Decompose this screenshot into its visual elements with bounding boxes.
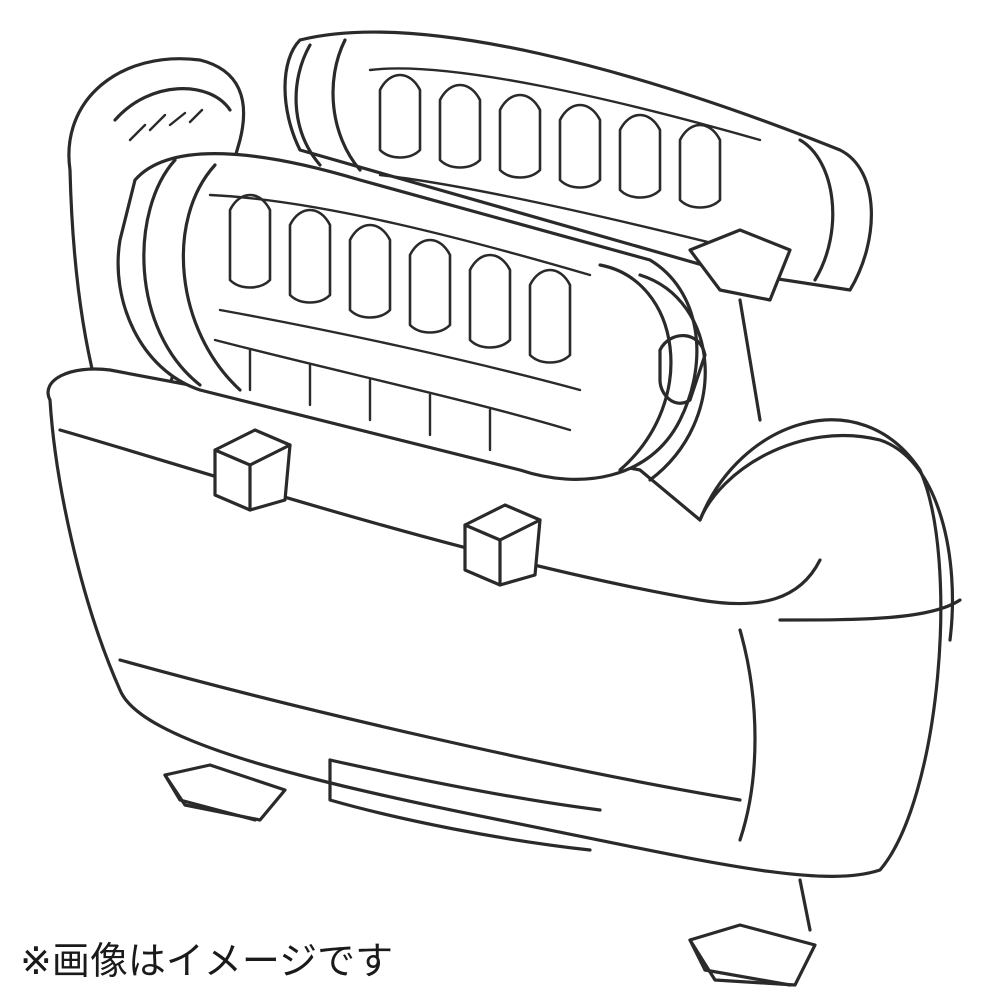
disclaimer-caption: ※画像はイメージです <box>20 939 394 983</box>
back-roller-blades <box>368 67 762 252</box>
mounting-tabs <box>163 763 817 987</box>
front-clips <box>213 428 542 587</box>
right-bracket <box>658 228 792 422</box>
front-roller-blades <box>208 193 592 452</box>
front-roller <box>116 152 707 482</box>
back-roller <box>283 30 873 292</box>
